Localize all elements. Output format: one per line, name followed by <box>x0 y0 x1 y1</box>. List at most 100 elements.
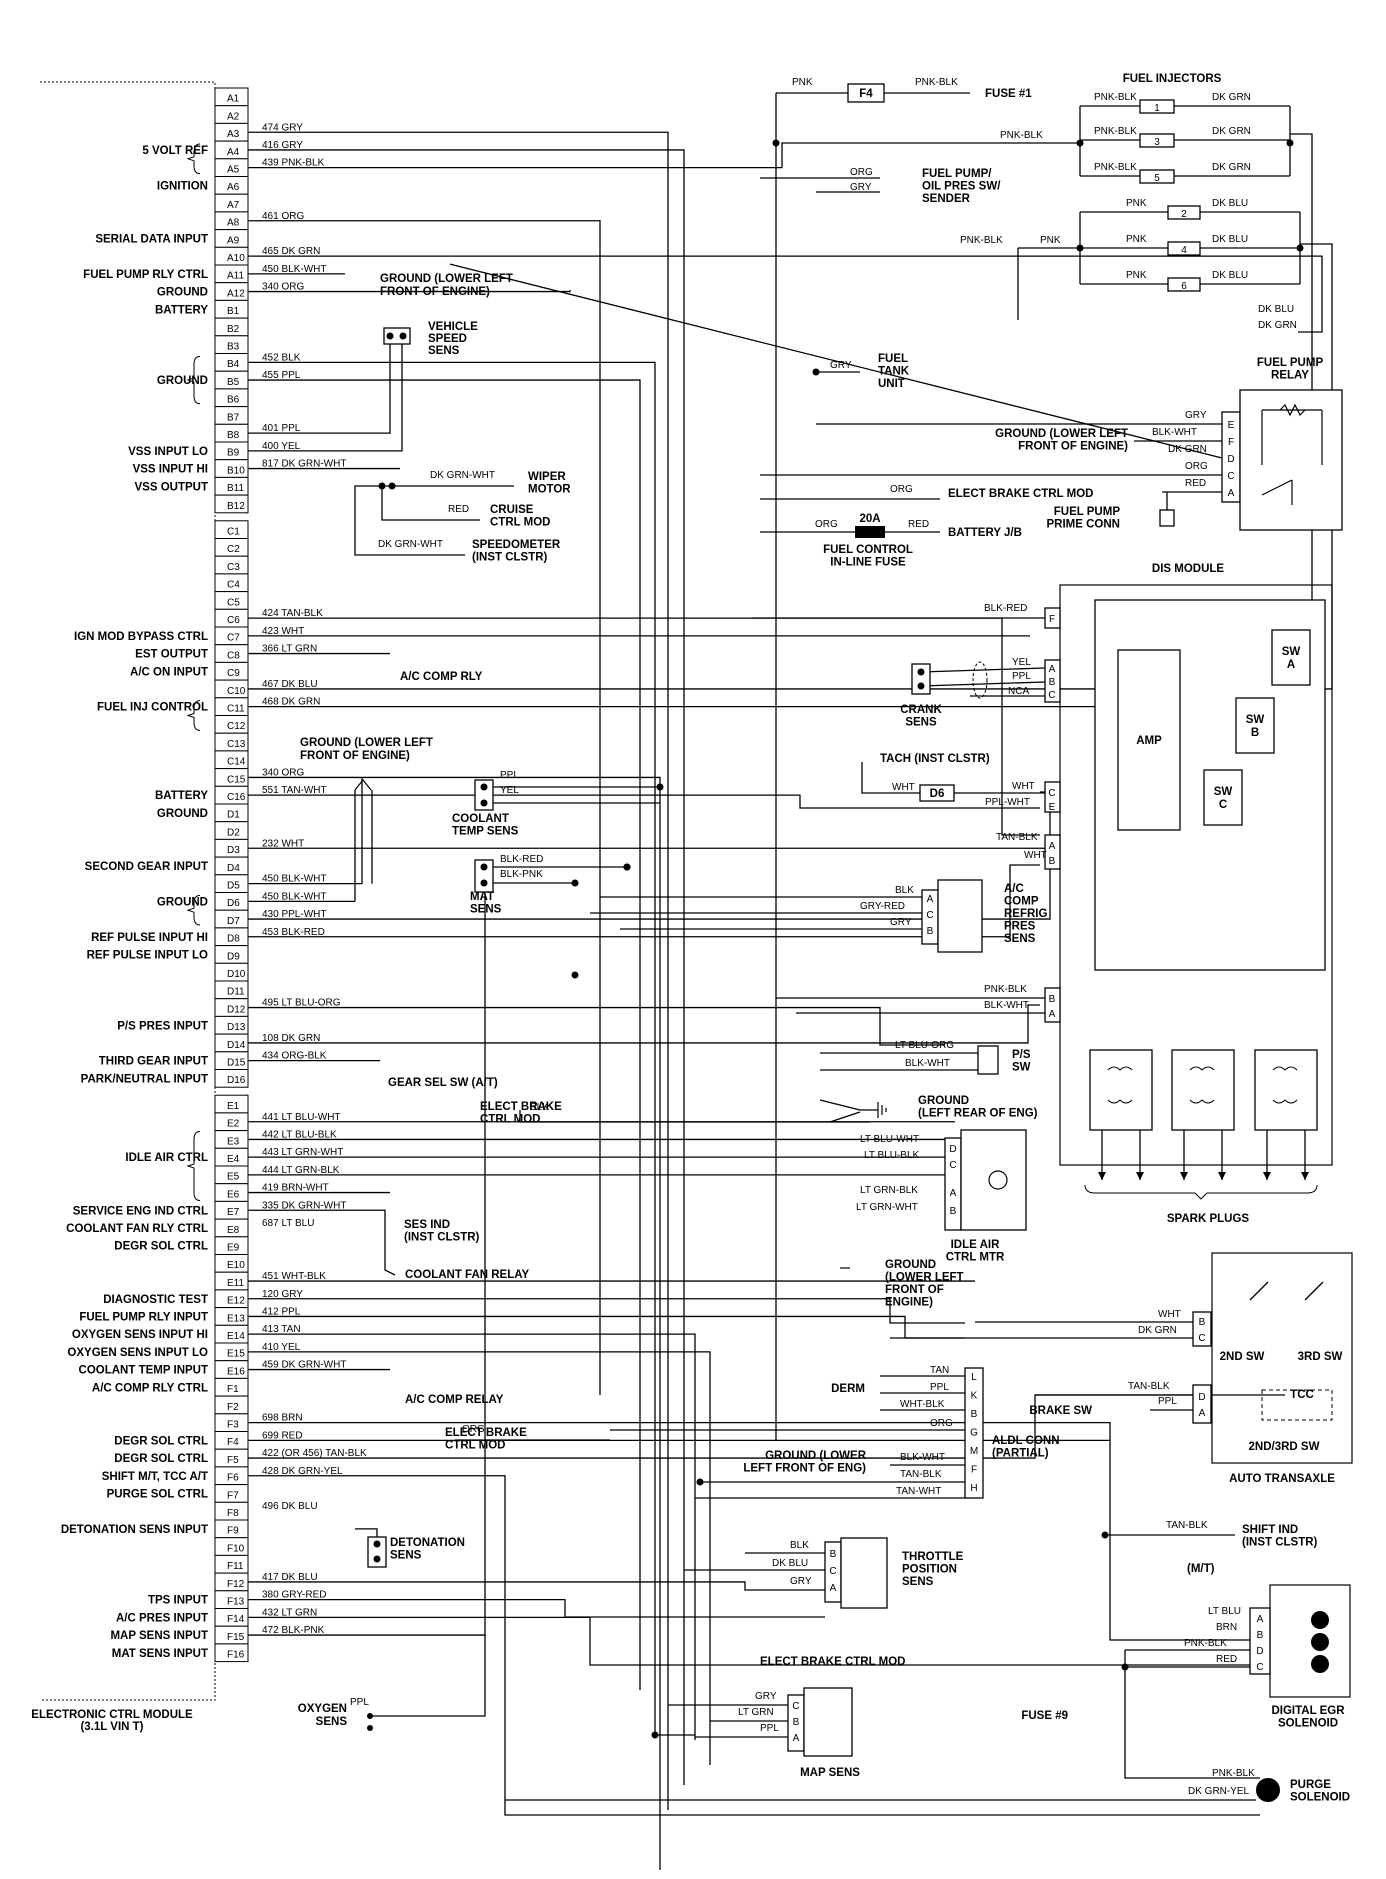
pin-label: B10 <box>227 465 245 476</box>
label: RED <box>448 504 469 515</box>
pin-label: E5 <box>227 1172 240 1183</box>
ecm-pin-f16 <box>214 1643 249 1663</box>
label: WHT <box>1012 781 1035 792</box>
wire-label: 698 BRN <box>262 1413 303 1424</box>
idle-air-ctrl-mtr <box>960 1129 1027 1231</box>
pin-function-label: DEGR SOL CTRL <box>114 1435 208 1447</box>
wire <box>248 1006 945 1046</box>
label: FRONT OF ENGINE) <box>1018 441 1128 453</box>
label: TEMP SENS <box>452 826 519 838</box>
wire-label: 416 GRY <box>262 140 303 151</box>
splice-dot <box>378 482 386 490</box>
label: A <box>950 1188 957 1199</box>
ecm-pin-d16 <box>214 1069 249 1088</box>
wire <box>920 667 1046 673</box>
pin-function-label: SECOND GEAR INPUT <box>85 861 208 873</box>
label: SENS <box>428 345 460 357</box>
pin-label: C5 <box>227 597 240 608</box>
wire <box>519 1110 870 1123</box>
label: GROUND (LOWER LEFT <box>380 273 513 285</box>
label: C <box>792 1701 799 1712</box>
label: GROUND <box>885 1259 936 1271</box>
splice-dot <box>917 682 925 690</box>
label: BLK <box>895 885 914 896</box>
wire-label: 450 BLK-WHT <box>262 891 326 902</box>
pin-function-label: BATTERY <box>155 790 208 802</box>
label: FUEL INJECTORS <box>1123 73 1222 85</box>
wire <box>248 1599 825 1618</box>
in-line-fuse <box>855 526 885 538</box>
pin-label: A7 <box>227 200 240 211</box>
wire <box>248 1333 696 1740</box>
label: GROUND (LOWER LEFT <box>995 428 1128 440</box>
spark-plug-arrow <box>1263 1172 1271 1180</box>
wire <box>370 1635 486 1717</box>
pin-label: E15 <box>227 1349 245 1360</box>
label: B <box>950 1206 957 1217</box>
label: WHT <box>1024 850 1047 861</box>
label: TAN <box>930 1365 949 1376</box>
splice-dot <box>696 1478 704 1486</box>
label: REFRIG <box>1004 908 1048 920</box>
wire <box>248 778 363 885</box>
pin-label: D9 <box>227 951 240 962</box>
label: F4 <box>859 88 873 100</box>
pin-label: F3 <box>227 1420 239 1431</box>
label: B <box>830 1549 837 1560</box>
splice-dot <box>571 971 579 979</box>
splice-dot <box>1076 139 1084 147</box>
pin-label: F4 <box>227 1437 239 1448</box>
splice-dot <box>772 139 780 147</box>
wire-label: 401 PPL <box>262 423 301 434</box>
label: PURGE <box>1290 1779 1331 1791</box>
label: 1 <box>1154 103 1160 114</box>
label: B <box>1049 677 1056 688</box>
motor-symbol <box>988 1170 1008 1190</box>
label: MOTOR <box>528 484 571 496</box>
label: GROUND <box>918 1095 969 1107</box>
label: PPL-WHT <box>985 797 1030 808</box>
wire <box>248 617 1040 836</box>
tcc-outline <box>1261 1389 1333 1421</box>
pin-function-label: 5 VOLT REF <box>142 145 208 157</box>
pin-label: D7 <box>227 916 240 927</box>
wire <box>248 131 669 1810</box>
pin-label: A2 <box>227 111 240 122</box>
label: RELAY <box>1271 370 1309 382</box>
pin-label: D11 <box>227 987 245 998</box>
wire-label: 422 (OR 456) TAN-BLK <box>262 1448 367 1459</box>
splice-dot <box>480 783 488 791</box>
splice-dot <box>480 799 488 807</box>
wire-label: 428 DK GRN-YEL <box>262 1466 343 1477</box>
label: GRY <box>1185 410 1207 421</box>
pin-label: F9 <box>227 1526 239 1537</box>
throttle-position-sens <box>840 1537 888 1609</box>
label: WHT <box>892 782 915 793</box>
label: RED <box>908 519 929 530</box>
pin-function-label: OXYGEN SENS INPUT HI <box>72 1329 208 1341</box>
label: F <box>971 1465 977 1476</box>
wire <box>248 1616 1260 1666</box>
label: DK GRN <box>1168 444 1207 455</box>
dis-conn-pwr <box>1044 987 1061 1023</box>
label: F <box>1228 437 1234 448</box>
label: BLK-PNK <box>500 869 543 880</box>
spark-plug-arrow <box>1180 1172 1188 1180</box>
label: A/C <box>1004 883 1024 895</box>
wire-label: 467 DK BLU <box>262 679 318 690</box>
splice-dot <box>1076 244 1084 252</box>
label: SOLENOID <box>1278 1718 1338 1730</box>
label: C <box>926 910 933 921</box>
pin-function-label: REF PULSE INPUT HI <box>91 932 208 944</box>
dis-conn-est <box>1044 834 1061 870</box>
label: A/C COMP RELAY <box>405 1394 504 1406</box>
wire-label: 432 LT GRN <box>262 1607 317 1618</box>
pin-label: F10 <box>227 1543 245 1554</box>
wire <box>248 220 601 1395</box>
brace <box>186 143 201 175</box>
label: LT GRN-WHT <box>856 1202 918 1213</box>
label: 5 <box>1154 173 1160 184</box>
label: A <box>1049 664 1056 675</box>
splice-dot <box>480 879 488 887</box>
pin-label: F6 <box>227 1473 239 1484</box>
